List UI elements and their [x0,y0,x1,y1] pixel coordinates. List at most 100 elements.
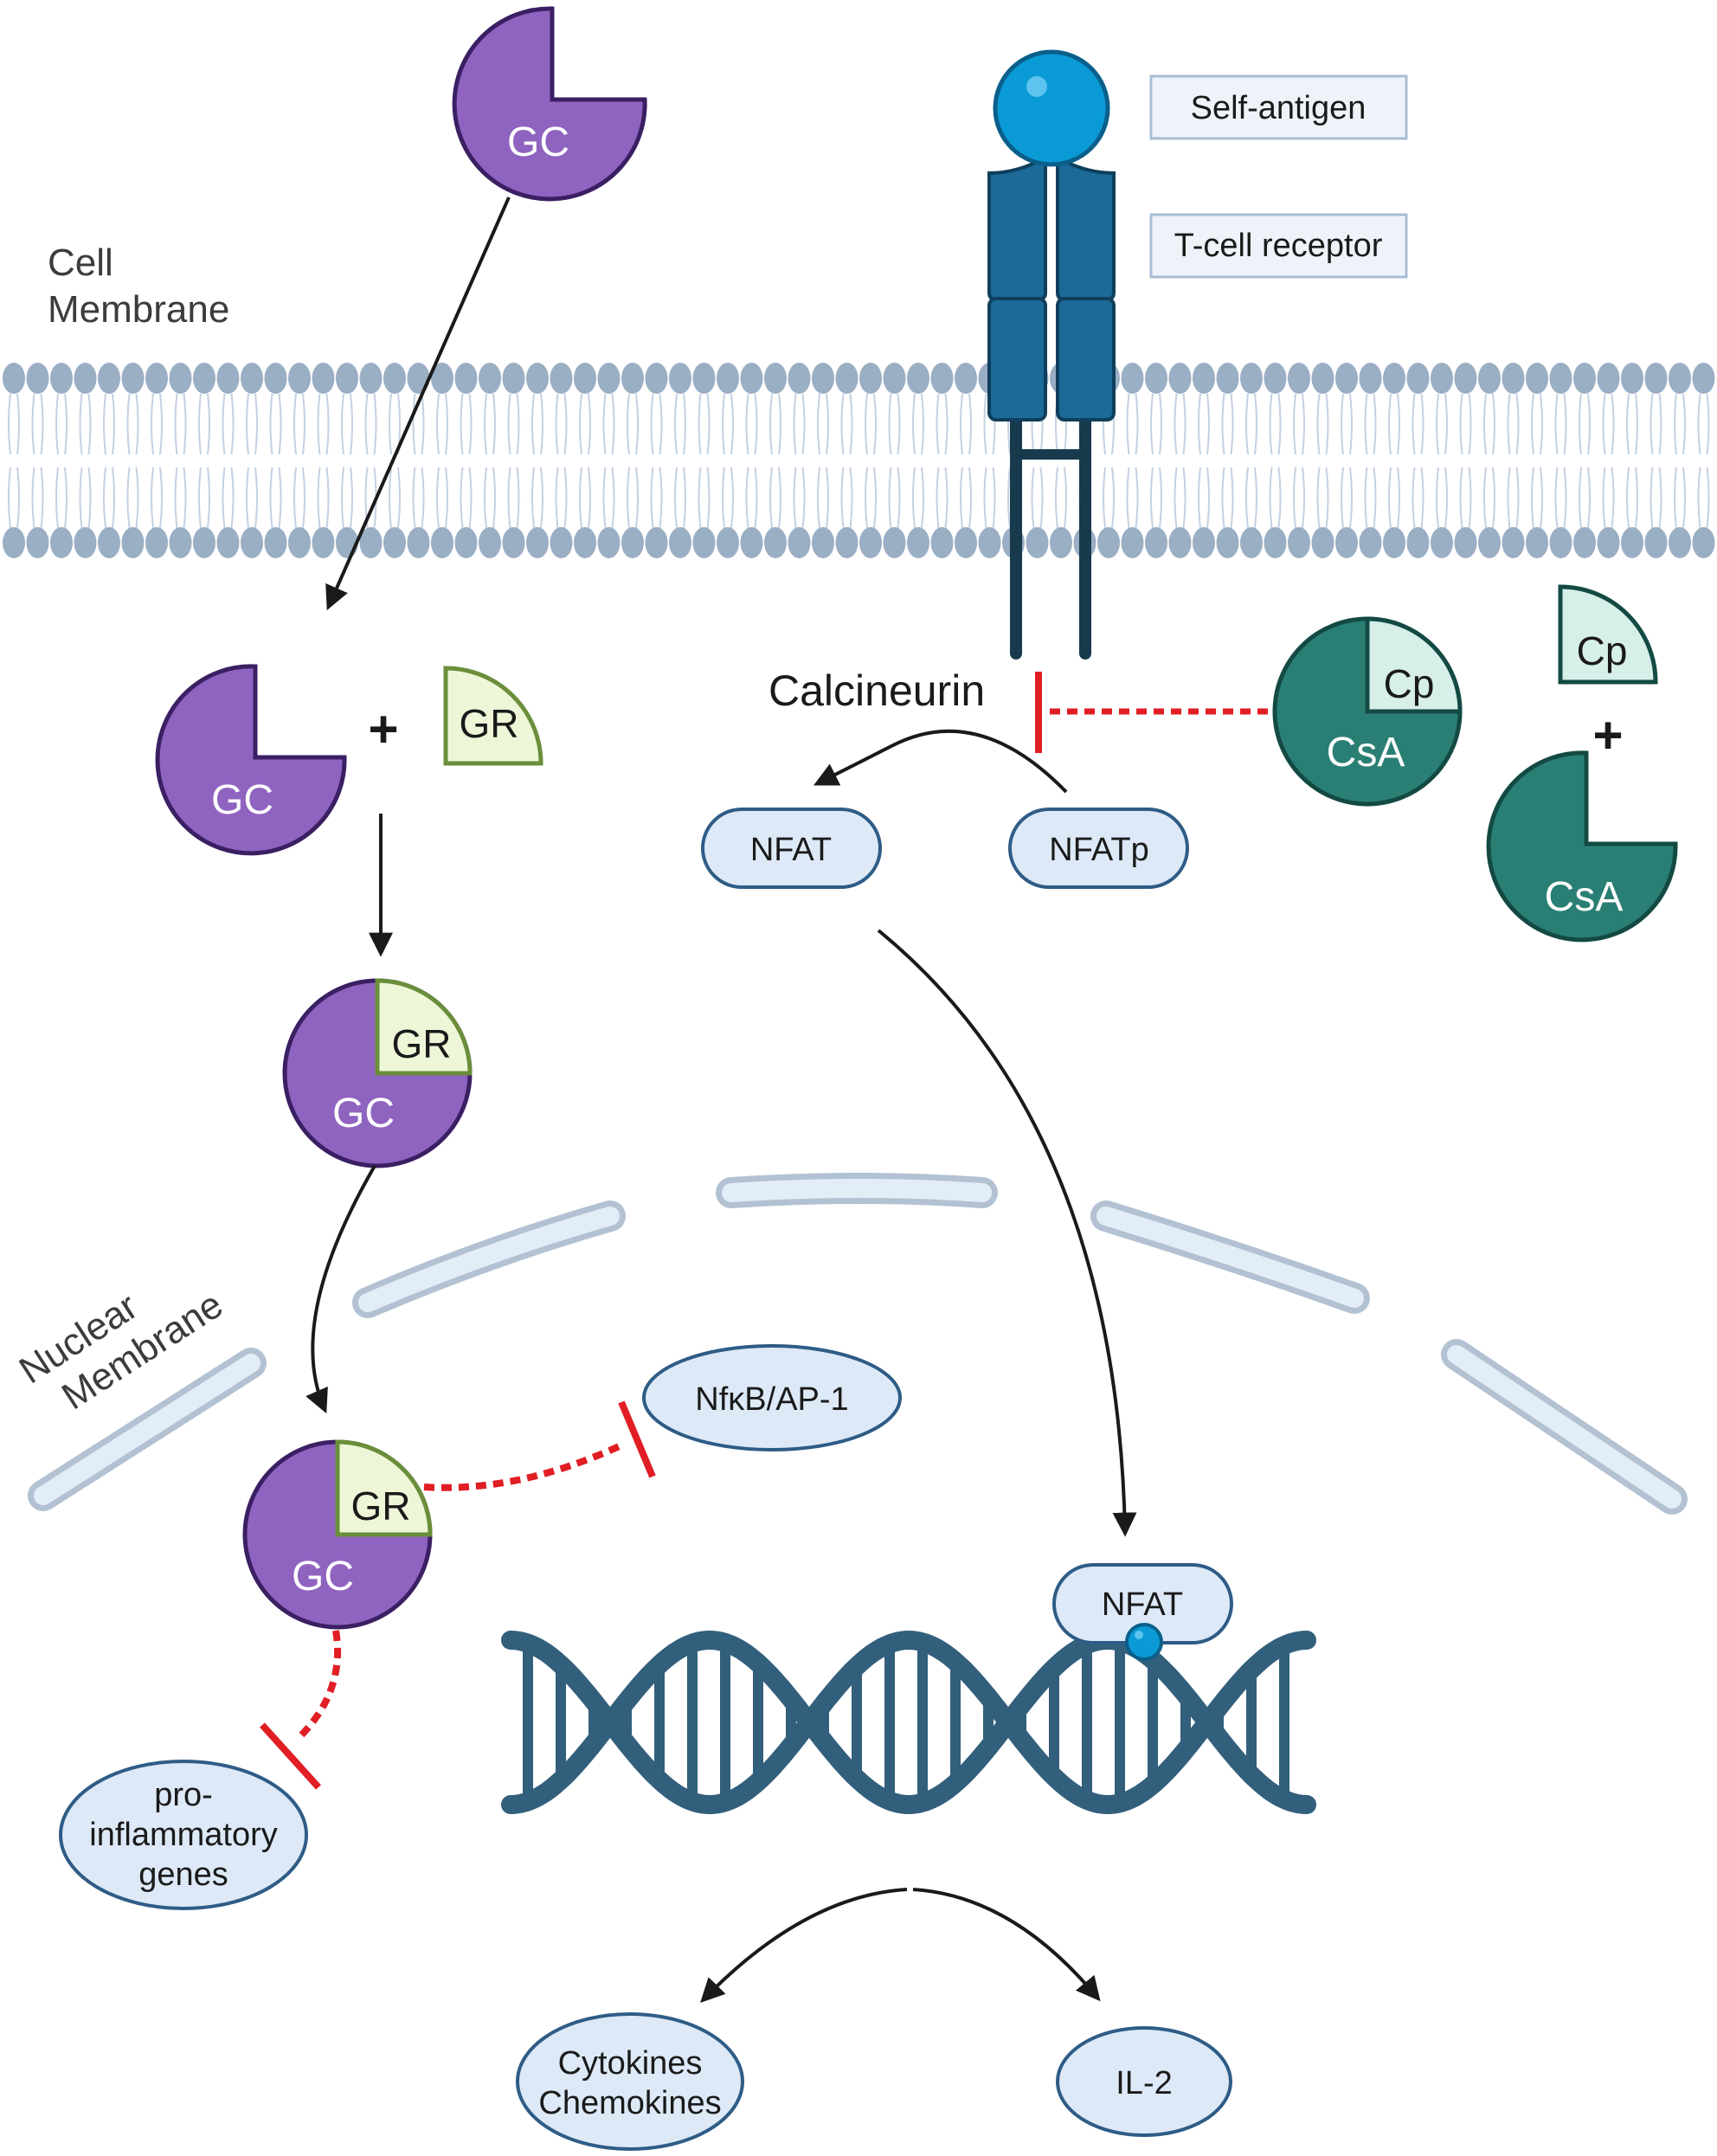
lipid-tail [103,393,106,455]
lipid-tail [992,467,996,529]
t-cell-receptor [987,154,1116,660]
lipid-tail [1626,467,1630,529]
lipid-tail [460,467,464,529]
lipid-tail [325,467,330,529]
lipid-tail [1635,393,1638,455]
lipid-tail [1420,393,1424,455]
lipid-head [1359,527,1382,558]
inhibition-nfkb [423,1400,656,1491]
lipid-tail [745,393,749,455]
lipid-tail [1444,467,1448,529]
lipid-head [50,527,73,558]
lipid-head [169,527,192,558]
lipid-tail [921,393,924,455]
lipid-tail [936,467,940,529]
lipid-tail [445,393,448,455]
gc-label-complex2: GC [292,1554,354,1599]
lipid-head [550,363,573,394]
lipid-head [574,363,596,394]
lipid-head [1644,363,1668,394]
lipid-tail [183,393,187,455]
lipid-head [1383,527,1405,558]
lipid-head [717,527,739,558]
self-antigen-sphere [993,49,1110,167]
lipid-tail [730,467,734,529]
lipid-tail [897,393,901,455]
lipid-head [1097,527,1120,558]
lipid-tail [246,393,249,455]
lipid-tail [611,393,615,455]
lipid-tail [1206,393,1210,455]
lipid-tail [793,467,797,529]
lipid-head [764,527,787,558]
lipid-head [193,363,215,394]
lipid-tail [1293,467,1296,529]
lipid-tail [1277,467,1282,529]
lipid-tail [960,393,963,455]
lipid-tail [103,467,106,529]
cell-membrane [3,363,1715,558]
lipid-tail [507,393,511,455]
inhibition-calcineurin [1035,672,1268,753]
lipid-tail [1611,393,1615,455]
lipid-tail [1302,467,1305,529]
lipid-tail [1507,467,1511,529]
lipid-tail [1150,393,1154,455]
lipid-tail [1420,467,1424,529]
lipid-tail [325,393,330,455]
lipid-tail [1658,393,1662,455]
lipid-tail [801,467,806,529]
lipid-tail [588,393,591,455]
lipid-tail [1269,393,1273,455]
lipid-head [740,363,763,394]
lipid-head [1216,363,1239,394]
lipid-head [264,527,287,558]
cytokines-chemokines-oval: Cytokines Chemokines [516,2012,744,2151]
lipid-tail [1126,393,1130,455]
lipid-head [121,527,145,558]
lipid-tail [1412,467,1416,529]
nfat-pill-cytoplasm: NFAT [701,808,882,889]
lipid-tail [579,467,582,529]
lipid-head [550,527,573,558]
lipid-tail [1221,467,1225,529]
lipid-tail [207,467,210,529]
lipid-tail [722,393,725,455]
lipid-head [1359,363,1382,394]
lipid-tail [1341,393,1344,455]
lipid-tail [246,467,249,529]
plus-sign-gc-gr: + [368,700,398,758]
lipid-tail [1064,467,1067,529]
lipid-tail [126,393,131,455]
lipid-head [241,363,263,394]
lipid-head [98,363,120,394]
lipid-tail [1293,393,1296,455]
lipid-tail [64,467,68,529]
lipid-head [1454,363,1477,394]
arrow-nfat-nuclear-entry [877,929,1137,1537]
lipid-tail [635,393,639,455]
lipid-tail [865,467,868,529]
lipid-tail [983,467,987,529]
lipid-tail [801,393,806,455]
lipid-tail [317,393,321,455]
lipid-tail [1436,467,1439,529]
lipid-tail [754,467,758,529]
lipid-head [383,363,406,394]
lipid-tail [1602,393,1606,455]
lipid-tail [341,467,344,529]
lipid-head [193,527,215,558]
lipid-tail [873,393,877,455]
lipid-tail [1182,393,1186,455]
lipid-head [692,363,716,394]
gc-gr-complex-cytoplasm: GR GC [282,978,473,1168]
lipid-tail [87,467,92,529]
lipid-tail [1444,393,1448,455]
lipid-tail [254,393,258,455]
lipid-tail [1635,467,1638,529]
lipid-tail [1436,393,1439,455]
lipid-tail [1397,393,1400,455]
lipid-tail [698,393,702,455]
lipid-head [1264,527,1287,558]
